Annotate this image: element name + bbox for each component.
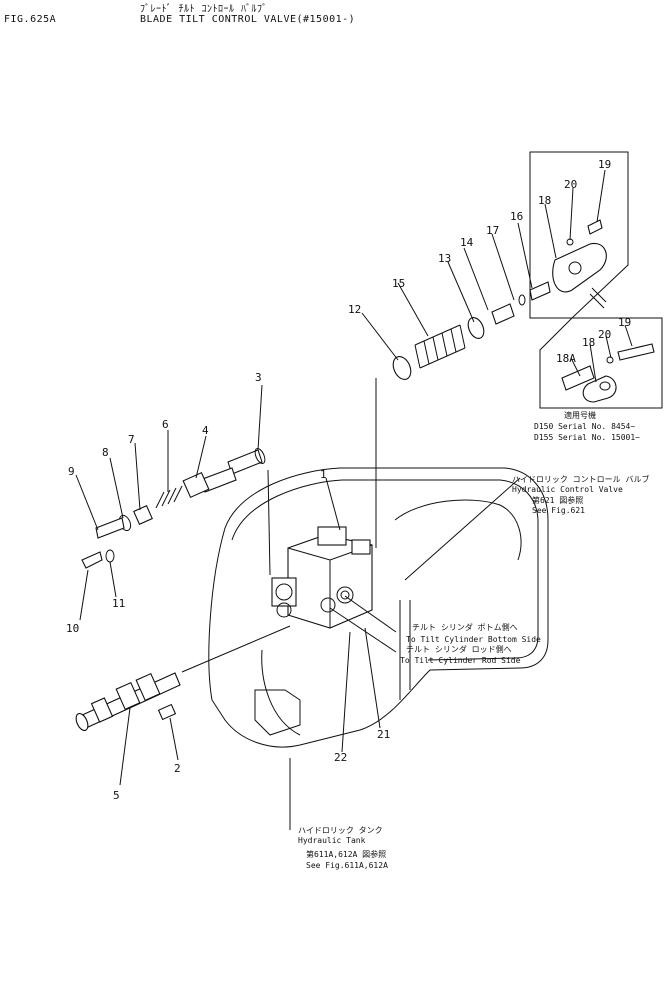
- callout-tilt-rod: チルト シリンダ ロッド側へ To Tilt Cylinder Rod Side: [400, 644, 521, 665]
- part-label-5: 5: [113, 789, 120, 802]
- part-label-12: 12: [348, 303, 361, 316]
- part-label-19-lower: 19: [618, 316, 631, 329]
- title-japanese: ﾌﾞﾚｰﾄﾞ ﾁﾙﾄ ｺﾝﾄﾛｰﾙ ﾊﾞﾙﾌﾞ: [140, 4, 268, 15]
- part-label-18-upper: 18: [538, 194, 551, 207]
- part-label-2: 2: [174, 762, 181, 775]
- part-label-14: 14: [460, 236, 474, 249]
- part-label-15: 15: [392, 277, 405, 290]
- plug-2: [157, 703, 177, 721]
- part-label-22: 22: [334, 751, 347, 764]
- spring-parts-4-8: [81, 471, 210, 569]
- part-number-labels: 1 2 3 4 5 6 7 8 9 10 11 12 13 14 15 16 1…: [66, 158, 631, 802]
- callout-control-valve: ハイドロリック コントロール バルブ Hydraulic Control Val…: [512, 474, 649, 515]
- callout-tilt-bottom: チルト シリンダ ボトム側へ To Tilt Cylinder Bottom S…: [406, 622, 541, 644]
- figure-number: FIG.625A: [4, 14, 57, 25]
- spool-5: [75, 672, 181, 732]
- hydraulic-tank: [208, 467, 549, 748]
- serial-line-2: D155 Serial No. 15001~: [534, 433, 640, 442]
- inset-box-upper: [529, 151, 629, 319]
- part-label-4: 4: [202, 424, 209, 437]
- control-valve-ref-en: See Fig.621: [532, 506, 585, 515]
- tank-en: Hydraulic Tank: [298, 836, 366, 845]
- callout-hydraulic-tank: ハイドロリック タンク Hydraulic Tank 第611A,612A 図参…: [298, 826, 388, 870]
- part-label-7: 7: [128, 433, 135, 446]
- tilt-bottom-en: To Tilt Cylinder Bottom Side: [406, 635, 541, 644]
- part-label-8: 8: [102, 446, 109, 459]
- spring-parts-12-17: [392, 281, 551, 380]
- leader-lines: [75, 169, 633, 830]
- cover-3: [199, 448, 266, 493]
- control-valve-body: [271, 526, 373, 629]
- control-valve-ref-jp: 第621 図参照: [532, 495, 583, 505]
- tilt-rod-jp: チルト シリンダ ロッド側へ: [406, 644, 512, 654]
- tank-ref-en: See Fig.611A,612A: [306, 861, 388, 870]
- serial-line-1: D150 Serial No. 8454~: [534, 422, 635, 431]
- part-label-1: 1: [320, 468, 327, 481]
- serial-heading: 適用号機: [564, 410, 596, 420]
- part-label-20-lower: 20: [598, 328, 611, 341]
- part-label-13: 13: [438, 252, 451, 265]
- serial-number-note: 適用号機 D150 Serial No. 8454~ D155 Serial N…: [534, 410, 640, 442]
- part-label-6: 6: [162, 418, 169, 431]
- title-english: BLADE TILT CONTROL VALVE(#15001-): [140, 14, 356, 25]
- inset-box-lower: [539, 317, 663, 409]
- part-label-11: 11: [112, 597, 125, 610]
- part-label-3: 3: [255, 371, 262, 384]
- tank-ref-jp: 第611A,612A 図参照: [306, 849, 386, 859]
- part-label-20-upper: 20: [564, 178, 577, 191]
- part-label-18-lower: 18: [582, 336, 595, 349]
- part-label-17: 17: [486, 224, 499, 237]
- part-label-21: 21: [377, 728, 390, 741]
- part-label-16: 16: [510, 210, 523, 223]
- control-valve-jp: ハイドロリック コントロール バルブ: [512, 474, 649, 484]
- tank-jp: ハイドロリック タンク: [298, 826, 383, 835]
- control-valve-en: Hydraulic Control Valve: [512, 485, 623, 494]
- part-label-18a: 18A: [556, 352, 576, 365]
- part-label-10: 10: [66, 622, 79, 635]
- tilt-rod-en: To Tilt Cylinder Rod Side: [400, 656, 521, 665]
- tilt-bottom-jp: チルト シリンダ ボトム側へ: [412, 622, 518, 632]
- part-label-19-upper: 19: [598, 158, 611, 171]
- part-label-9: 9: [68, 465, 75, 478]
